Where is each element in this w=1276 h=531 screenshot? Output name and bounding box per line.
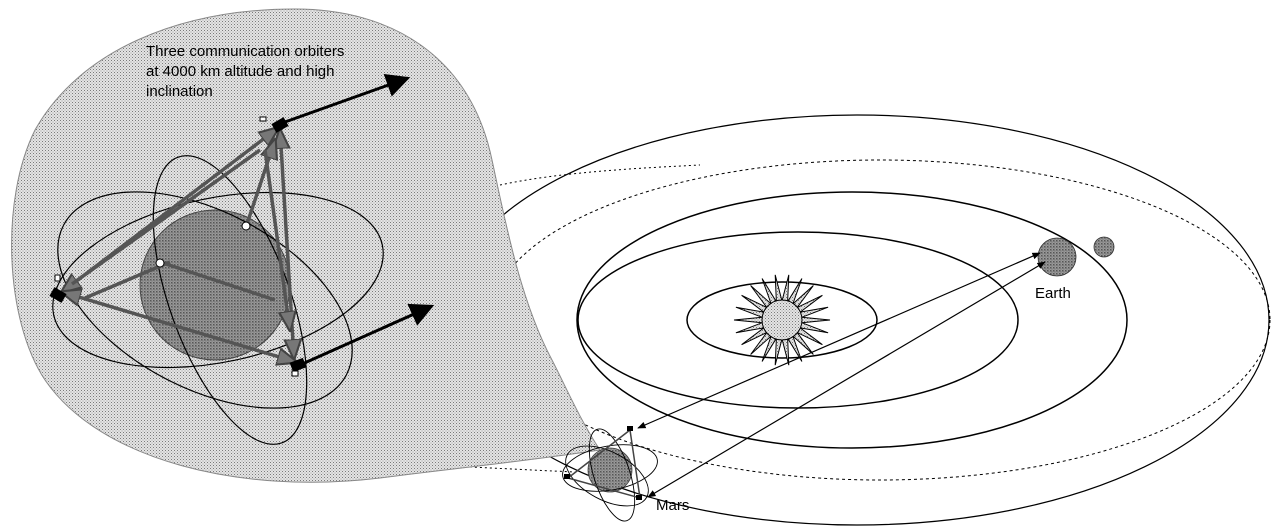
caption-line-3: inclination — [146, 83, 213, 100]
earth-orbit — [577, 192, 1127, 448]
sun-icon — [734, 275, 830, 365]
earth-icon — [1038, 238, 1076, 276]
solar-system — [445, 115, 1270, 525]
caption-line-2: at 4000 km altitude and high — [146, 63, 334, 80]
caption-line-1: Three communication orbiters — [146, 43, 344, 60]
mars-label: Mars — [656, 497, 689, 514]
mars-orbit — [445, 115, 1269, 525]
earth-label: Earth — [1035, 285, 1071, 302]
moon-icon — [1094, 237, 1114, 257]
